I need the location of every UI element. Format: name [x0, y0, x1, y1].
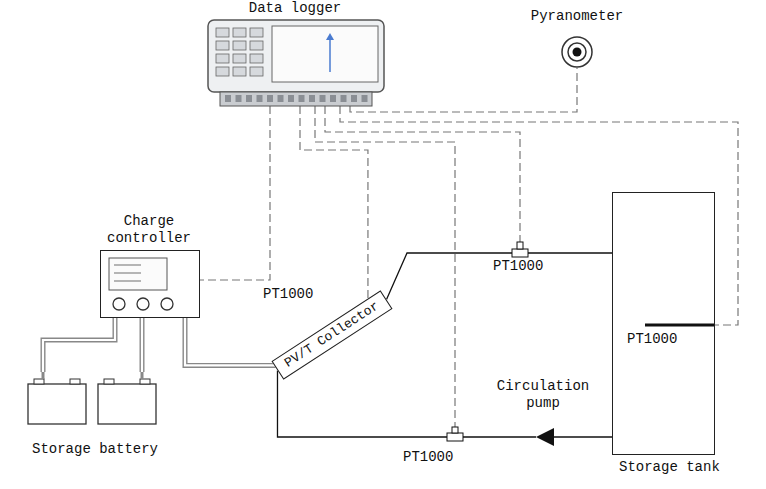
pipe-line [387, 253, 612, 300]
display-line [114, 272, 141, 273]
logger-button [250, 67, 263, 76]
battery-post [42, 372, 45, 379]
screen-trace [329, 36, 331, 72]
cable-line [185, 318, 285, 365]
connector [387, 253, 612, 300]
battery-terminal [70, 379, 80, 384]
sensor-fitting [512, 249, 528, 257]
storage-battery: Storage battery [10, 372, 180, 458]
sensor-label: PT1000 [262, 286, 314, 303]
node-art [101, 251, 201, 319]
logger-screen [272, 26, 378, 82]
controller-knob [137, 298, 149, 310]
cable-core [185, 318, 285, 365]
terminal [309, 95, 315, 102]
cable-core [43, 318, 115, 372]
pvt-collector: PV/T Collector [271, 290, 392, 379]
sensor-stem [517, 242, 523, 249]
logger-housing [208, 20, 384, 92]
connector [300, 106, 368, 299]
terminal [320, 95, 326, 102]
pump-symbol [536, 428, 554, 446]
display-line [114, 280, 141, 281]
sensor-lead [325, 106, 520, 242]
logger-button [233, 28, 246, 37]
screen-trace-head [326, 33, 334, 40]
pyranometer-sensor [573, 48, 582, 57]
storage-tank: Storage tank [612, 192, 715, 455]
logger-button [250, 41, 263, 50]
pyranometer: Pyranometer [522, 8, 632, 68]
logger-button [216, 28, 229, 37]
terminal [299, 95, 305, 102]
terminal-strip [220, 92, 372, 106]
logger-button [233, 41, 246, 50]
terminal [341, 95, 347, 102]
terminal [288, 95, 294, 102]
node-label: PV/T Collector [282, 299, 382, 372]
data-logger: Data logger [200, 0, 390, 106]
connector [200, 106, 270, 280]
terminal [330, 95, 336, 102]
logger-button [216, 67, 229, 76]
battery-cable-core [141, 318, 143, 372]
sensor-label: PT1000 [492, 258, 544, 275]
sensor-label: PT1000 [402, 449, 454, 466]
cable-line [43, 318, 115, 372]
pipe-line [554, 436, 612, 437]
terminal [351, 95, 357, 102]
terminal [246, 95, 252, 102]
node-label: Storage battery [10, 441, 180, 458]
sensor-label: PT1000 [626, 331, 678, 348]
terminal [267, 95, 273, 102]
battery-post [141, 372, 144, 379]
dash-line [340, 106, 738, 325]
battery-terminal [34, 379, 44, 384]
controller-knob [161, 298, 173, 310]
pyranometer-dome [568, 43, 586, 61]
battery-cable [140, 318, 145, 372]
display-line [114, 264, 141, 265]
node-label: Charge controller [97, 213, 201, 247]
node-label: Circulation pump [478, 378, 608, 412]
node-label: Storage tank [619, 459, 720, 476]
battery-terminal [140, 379, 150, 384]
battery-terminal [104, 379, 114, 384]
logger-button [250, 54, 263, 63]
node-label: Pyranometer [522, 8, 632, 25]
logger-button [250, 28, 263, 37]
sensor-lead [315, 106, 455, 428]
connector [554, 437, 612, 438]
terminal [362, 95, 368, 102]
sensor-fitting [447, 433, 463, 441]
sensor-stem [452, 427, 458, 433]
tank-sensor [645, 324, 714, 327]
node-label: Data logger [200, 0, 390, 17]
battery-cell [28, 384, 86, 424]
logger-button [216, 41, 229, 50]
terminal [278, 95, 284, 102]
charge-controller: Charge controller [100, 250, 200, 318]
terminal [257, 95, 263, 102]
dash-line [200, 106, 270, 280]
terminal [225, 95, 231, 102]
connector [340, 106, 738, 325]
battery-cell [98, 384, 156, 424]
pyranometer-body [562, 37, 592, 67]
logger-button [233, 67, 246, 76]
circulation-pump: Circulation pump [478, 378, 608, 450]
terminal [236, 95, 242, 102]
controller-display [109, 258, 167, 290]
logger-button [233, 54, 246, 63]
logger-button [216, 54, 229, 63]
controller-knob [113, 298, 125, 310]
connector [43, 318, 115, 372]
dash-line [300, 106, 368, 299]
connector [185, 318, 285, 365]
